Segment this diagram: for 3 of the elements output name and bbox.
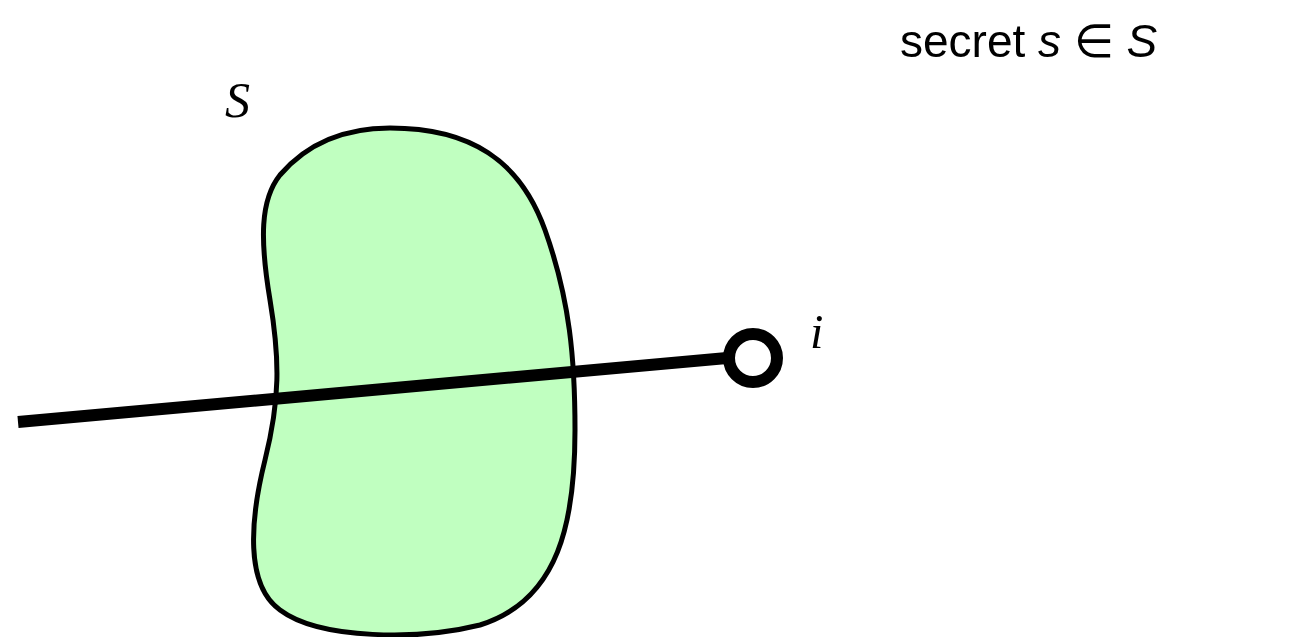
set-label: S <box>225 75 250 125</box>
point-label: i <box>810 308 824 356</box>
caption-text: secret s ∈ S <box>900 16 1158 67</box>
